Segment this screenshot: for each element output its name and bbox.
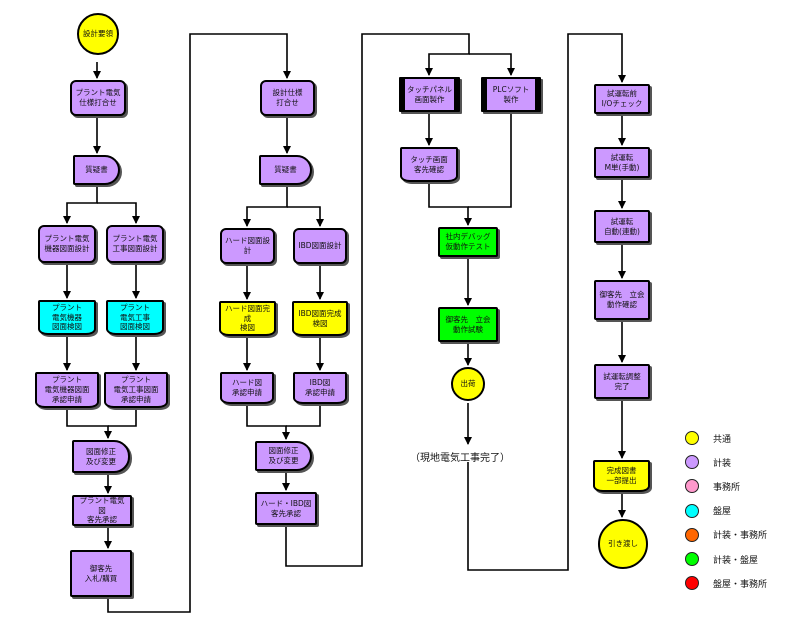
drawing-revision-2: 図面修正 及び変更: [255, 441, 312, 471]
commissioning-auto: 試運転 自動(連動): [594, 210, 650, 243]
legend-label: 計装・盤屋: [713, 555, 759, 566]
plant-equipment-drawing-design: プラント電気 機器図面設計: [38, 225, 96, 263]
plant-work-drawing-review: プラント 電気工事 図面検図: [106, 300, 164, 335]
legend-item: 計装: [685, 455, 732, 470]
drawing-revision-1: 図面修正 及び変更: [72, 440, 130, 473]
connector: [469, 53, 515, 76]
completion-docs-partial-submit: 完成図書 一部提出: [593, 460, 650, 492]
plant-electric-spec-meeting: プラント電気 仕様打合せ: [70, 80, 126, 116]
ibd-drawing-check: IBD図面完成 検図: [292, 301, 348, 336]
customer-bid-purchase: 御客先 入札/購買: [70, 550, 132, 597]
connector: [428, 183, 472, 226]
legend-item: 共通: [685, 431, 731, 445]
legend-item: 盤屋: [685, 503, 732, 518]
handover-terminal: 引き渡し: [598, 519, 648, 569]
connector: [246, 405, 290, 440]
plant-equipment-drawing-review: プラント 電気機器 図面検図: [38, 300, 96, 335]
legend-swatch: [685, 455, 699, 470]
shipment-connector: 出荷: [451, 367, 485, 401]
start-terminal: 設計要領: [77, 13, 119, 55]
connector: [66, 410, 112, 439]
legend-label: 共通: [713, 434, 732, 445]
ibd-drawing-approval: IBD図 承認申請: [293, 372, 347, 404]
hardware-drawing-check: ハード図面完成 検図: [219, 301, 276, 336]
connector: [285, 33, 470, 567]
touch-panel-screen-production: タッチパネル 画面製作: [399, 77, 460, 112]
site-electrical-work-complete: （現地電気工事完了）: [410, 453, 510, 464]
design-spec-meeting: 設計仕様 打合せ: [260, 80, 315, 116]
commissioning-manual: 試運転 M単(手動): [594, 147, 650, 178]
question-sheet-1: 質疑書: [73, 155, 120, 185]
legend-item: 盤屋・事務所: [685, 576, 768, 591]
connector: [468, 113, 512, 208]
legend-swatch: [685, 576, 699, 591]
connector: [286, 405, 321, 427]
connector: [108, 410, 137, 427]
in-house-debug-test: 社内デバッグ 仮動作テスト: [438, 227, 498, 257]
connector: [63, 186, 98, 224]
customer-witness-operation-confirm: 御客先 立会 動作確認: [594, 280, 650, 320]
plant-equipment-drawing-approval: プラント 電気機器図面 承認申請: [35, 372, 99, 408]
legend-label: 計装・事務所: [713, 531, 768, 542]
legend-item: 計装・事務所: [685, 527, 768, 542]
ibd-drawing-design: IBD図面設計: [293, 228, 347, 264]
legend-label: 計装: [713, 458, 732, 469]
legend-swatch: [685, 431, 699, 445]
hardware-drawing-approval: ハード図 承認申請: [220, 372, 274, 404]
connector: [107, 33, 291, 613]
legend-swatch: [685, 479, 699, 494]
plant-work-drawing-design: プラント電気 工事図面設計: [106, 225, 164, 263]
connector: [287, 206, 324, 227]
legend-item: 事務所: [685, 479, 741, 494]
plc-software-production: PLCソフト 製作: [481, 77, 541, 112]
plant-work-drawing-approval: プラント 電気工事図面 承認申請: [104, 372, 168, 408]
legend-swatch: [685, 552, 699, 566]
pre-commissioning-io-check: 試運転前 I/Oチェック: [594, 84, 650, 114]
legend-label: 盤屋・事務所: [713, 579, 768, 590]
plant-electric-customer-approval: プラント電気図 客先承認: [72, 495, 132, 526]
connector: [467, 33, 626, 571]
hardware-drawing-design: ハード図面設計: [220, 228, 275, 264]
legend-swatch: [685, 527, 699, 542]
connector: [243, 186, 288, 227]
connector: [97, 202, 140, 224]
legend-label: 事務所: [713, 482, 741, 493]
legend-swatch: [685, 503, 699, 518]
commissioning-adjustment-complete: 試運転調整 完了: [594, 364, 650, 399]
legend-label: 盤屋: [713, 507, 732, 518]
touch-screen-customer-confirm: タッチ画面 客先確認: [400, 147, 458, 182]
question-sheet-2: 質疑書: [259, 155, 312, 185]
legend-item: 計装・盤屋: [685, 552, 758, 566]
hardware-ibd-customer-approval: ハード・IBD図 客先承認: [255, 492, 317, 525]
customer-witness-operation-test: 御客先 立会 動作試験: [438, 307, 498, 342]
